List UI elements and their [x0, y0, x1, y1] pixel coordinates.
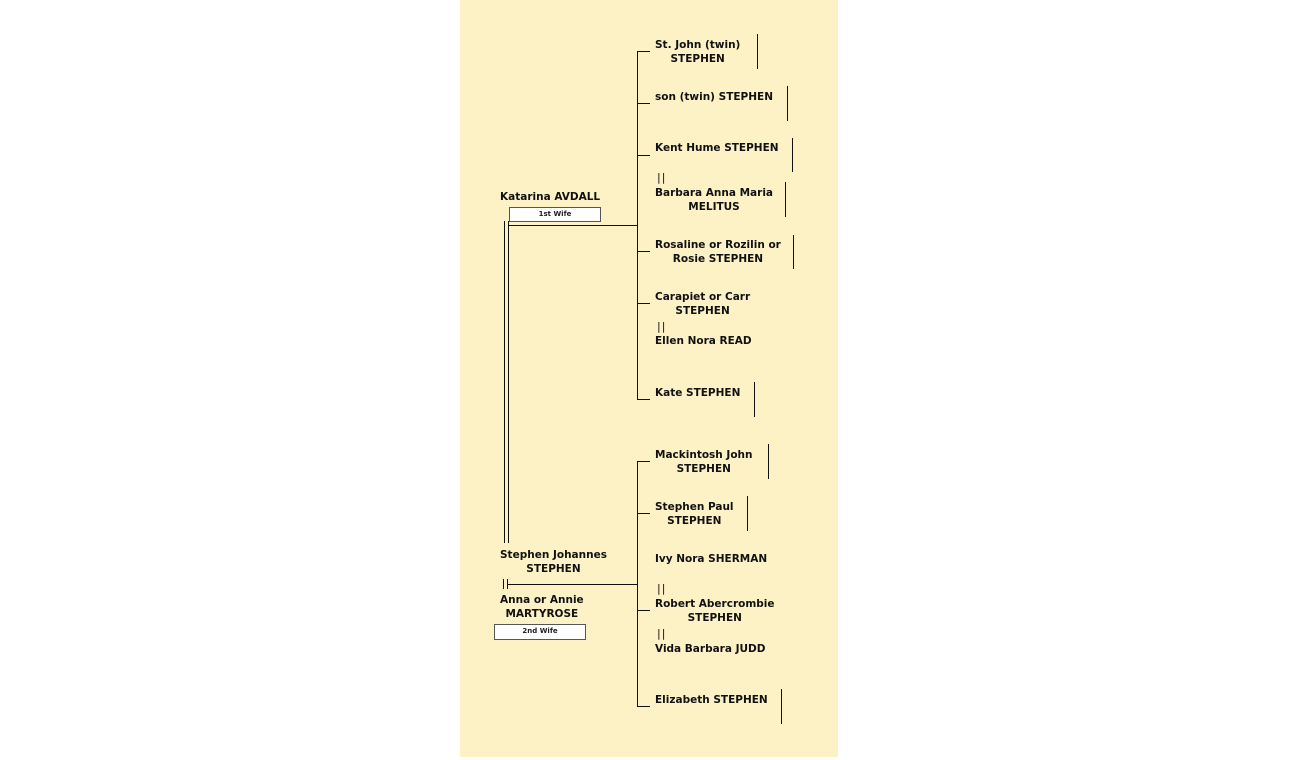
name-line: STEPHEN: [667, 515, 722, 527]
child-tick: [637, 513, 650, 514]
name-line: Mackintosh John: [655, 449, 753, 461]
name-line: Ellen Nora READ: [655, 335, 752, 347]
descendant-bar[interactable]: [793, 235, 794, 269]
name-line: STEPHEN: [675, 305, 730, 317]
descendant-bar[interactable]: [757, 34, 758, 69]
person-st-john-stephen[interactable]: St. John (twin) STEPHEN: [655, 38, 740, 66]
child-tick: [637, 251, 650, 252]
connector-line: [508, 225, 638, 226]
name-line: Kate STEPHEN: [655, 387, 741, 399]
descendant-bar[interactable]: [785, 182, 786, 217]
person-son-twin-stephen[interactable]: son (twin) STEPHEN: [655, 90, 773, 104]
marriage-mark: ||: [657, 171, 667, 184]
first-wife-label: 1st Wife: [509, 207, 601, 222]
connector-line: [508, 221, 509, 543]
name-line: STEPHEN: [526, 563, 581, 575]
connector-line: [508, 584, 638, 585]
descendant-bar[interactable]: [768, 444, 769, 479]
name-line: Carapiet or Carr: [655, 291, 751, 303]
person-rosaline-stephen[interactable]: Rosaline or Rozilin or Rosie STEPHEN: [655, 238, 781, 266]
child-tick: [637, 103, 650, 104]
person-ivy-nora-sherman[interactable]: Ivy Nora SHERMAN: [655, 552, 767, 566]
name-line: Rosaline or Rozilin or: [655, 239, 781, 251]
person-katarina-avdall[interactable]: Katarina AVDALL: [500, 190, 600, 204]
marriage-mark: ||: [657, 320, 667, 333]
descendant-bar[interactable]: [787, 86, 788, 121]
person-vida-barbara-judd[interactable]: Vida Barbara JUDD: [655, 642, 765, 656]
descendant-bar[interactable]: [792, 138, 793, 172]
name-line: Rosie STEPHEN: [672, 253, 764, 265]
name-line: MELITUS: [688, 201, 740, 213]
name-line: St. John (twin): [655, 39, 741, 51]
name-line: STEPHEN: [676, 463, 731, 475]
sibling-line: [637, 461, 638, 707]
marriage-mark: ||: [657, 627, 667, 640]
descendant-bar[interactable]: [754, 382, 755, 417]
child-tick: [637, 303, 650, 304]
name-line: Kent Hume STEPHEN: [655, 142, 779, 154]
child-tick: [637, 155, 650, 156]
name-line: Ivy Nora SHERMAN: [655, 553, 768, 565]
child-tick: [637, 610, 650, 611]
second-wife-label: 2nd Wife: [494, 624, 586, 640]
name-line: Stephen Johannes: [500, 549, 607, 561]
marriage-mark: ||: [657, 582, 667, 595]
child-tick: [637, 399, 650, 400]
name-line: MARTYROSE: [505, 608, 579, 620]
name-line: Vida Barbara JUDD: [655, 643, 766, 655]
person-kate-stephen[interactable]: Kate STEPHEN: [655, 386, 740, 400]
connector-line: [504, 221, 505, 543]
marriage-mark: [507, 579, 508, 589]
descendant-bar[interactable]: [781, 689, 782, 724]
name-line: Stephen Paul: [655, 501, 734, 513]
name-line: Barbara Anna Maria: [655, 187, 774, 199]
name-line: STEPHEN: [670, 53, 725, 65]
child-tick: [637, 461, 650, 462]
person-ellen-nora-read[interactable]: Ellen Nora READ: [655, 334, 752, 348]
name-line: son (twin) STEPHEN: [655, 91, 773, 103]
marriage-mark: [503, 579, 504, 589]
person-elizabeth-stephen[interactable]: Elizabeth STEPHEN: [655, 693, 768, 707]
person-kent-hume-stephen[interactable]: Kent Hume STEPHEN: [655, 141, 779, 155]
name-line: Elizabeth STEPHEN: [655, 694, 768, 706]
family-tree-canvas: [460, 0, 838, 757]
name-line: STEPHEN: [687, 612, 742, 624]
name-line: Katarina AVDALL: [500, 191, 601, 203]
name-line: Anna or Annie: [500, 594, 584, 606]
child-tick: [637, 51, 650, 52]
descendant-bar[interactable]: [747, 496, 748, 531]
name-line: Robert Abercrombie: [655, 598, 775, 610]
sibling-line: [637, 51, 638, 400]
child-tick: [637, 706, 650, 707]
